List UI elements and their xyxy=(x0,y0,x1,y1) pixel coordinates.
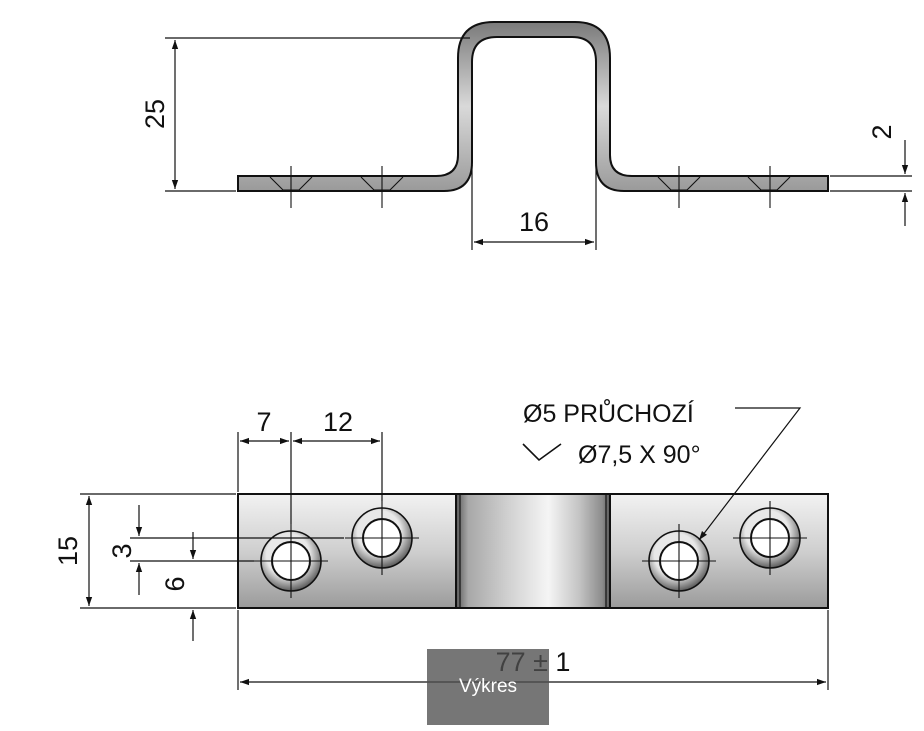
bridge xyxy=(455,493,611,609)
side-view: 25 2 16 xyxy=(140,21,912,250)
hole-note: Ø5 PRŮCHOZÍ Ø7,5 X 90° xyxy=(522,397,802,541)
dim-height-25: 25 xyxy=(140,37,470,192)
caption-overlay: Výkres xyxy=(427,649,549,725)
dim-hole-offset-6: 6 xyxy=(160,532,197,641)
dim-hole-positions: 7 12 xyxy=(237,407,383,524)
dim-inner-width-label: 16 xyxy=(519,207,549,237)
caption-label: Výkres xyxy=(458,676,518,697)
dim-hole-offset-b-label: 6 xyxy=(160,576,190,591)
top-hole-centerlines xyxy=(254,501,807,598)
dim-thickness-label: 2 xyxy=(867,124,897,139)
left-flange xyxy=(237,493,457,609)
dim-hole-offset-a-label: 3 xyxy=(107,543,137,558)
dim-hole-offset-3: 3 xyxy=(107,505,344,595)
side-hole-centerlines xyxy=(290,166,771,208)
dim-hole-spacing-label: 12 xyxy=(323,407,353,437)
dim-thickness-2: 2 xyxy=(830,124,912,226)
side-profile xyxy=(237,21,829,192)
dim-width-label: 15 xyxy=(53,536,83,566)
dim-edge-to-hole-label: 7 xyxy=(256,407,271,437)
top-view: 7 12 15 3 6 77 ± 1 xyxy=(53,397,829,690)
hole-note-through: Ø5 PRŮCHOZÍ xyxy=(523,397,694,428)
dim-inner-width-16: 16 xyxy=(471,165,597,250)
dim-height-label: 25 xyxy=(140,99,170,129)
dim-width-15: 15 xyxy=(53,493,236,609)
hole-note-countersink: Ø7,5 X 90° xyxy=(578,441,701,469)
